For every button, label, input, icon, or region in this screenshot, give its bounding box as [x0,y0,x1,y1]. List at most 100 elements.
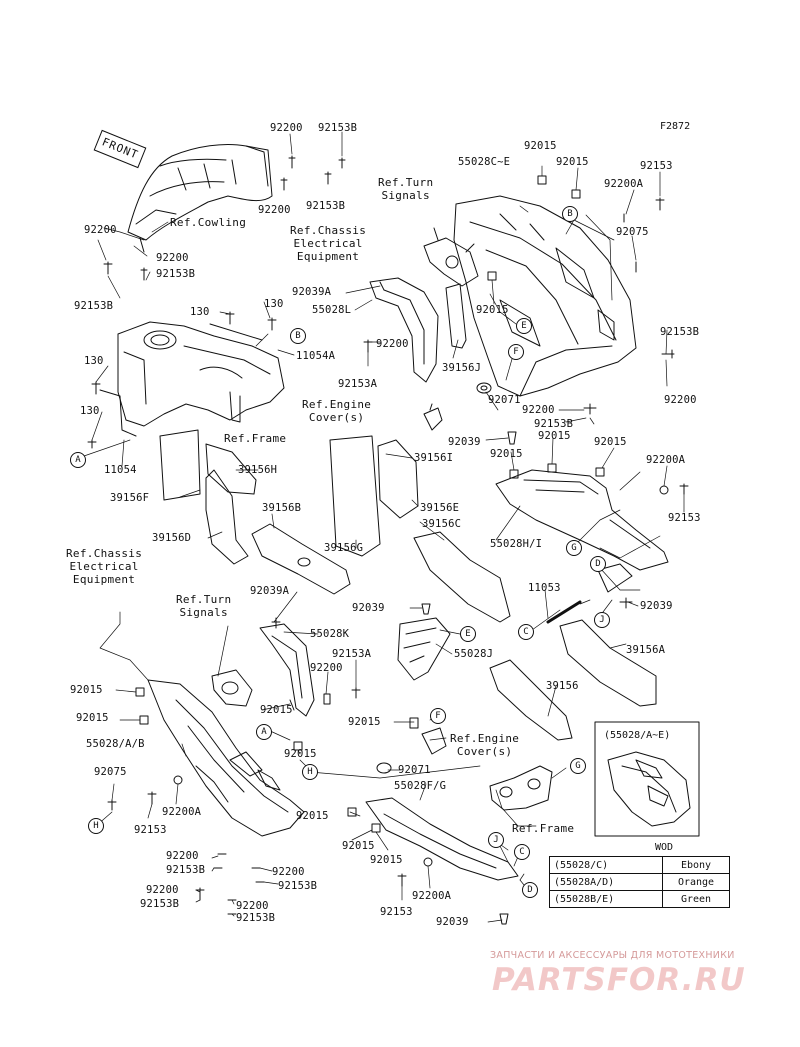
frame-bracket-lower-drawing [489,765,553,811]
callout-f: F [430,708,446,724]
callout-f: F [508,344,524,360]
ref-engine-cover-top: Ref.Engine Cover(s) [302,398,372,424]
part-label: 130 [84,355,104,367]
ref-chassis-electrical-top: Ref.Chassis Electrical Equipment [290,224,367,263]
part-label: 92153 [668,512,701,524]
part-label: 92015 [538,430,571,442]
part-label: 92015 [260,704,293,716]
callout-h: H [88,818,104,834]
part-label: 92153B [140,898,180,910]
part-label: 92015 [70,684,103,696]
wod-code: (55028A/D) [549,873,663,891]
inset-title: (55028/A~E) [604,730,671,741]
part-label: 55028F/G [394,780,447,792]
part-label: 92015 [594,436,627,448]
part-label: 92200 [258,204,291,216]
part-label: 39156H [238,464,278,476]
wod-title: WOD [655,842,674,853]
part-label: 92153B [156,268,196,280]
bracket-11053-drawing [546,563,633,624]
part-label: 39156F [110,492,150,504]
ref-frame-top: Ref.Frame [224,432,287,445]
part-label: 92200 [146,884,179,896]
part-label: 55028K [310,628,350,640]
part-label: 92153A [338,378,378,390]
cover-55028J-drawing [397,617,451,681]
callout-c: C [518,624,534,640]
callout-g: G [570,758,586,774]
part-label: 92200 [376,338,409,350]
front-frame-drawing [99,321,285,437]
callout-g: G [566,540,582,556]
part-label: 92015 [296,810,329,822]
part-label: 92153B [74,300,114,312]
part-label: 92075 [616,226,649,238]
part-label: 55028H/I [490,538,543,550]
part-label: 92039 [448,436,481,448]
part-label: 39156C [422,518,462,530]
part-label: 92039 [640,600,673,612]
part-label: 92015 [284,748,317,760]
undercowl-55028HI-drawing [495,469,669,571]
ref-cowling: Ref.Cowling [170,216,247,229]
part-label: 92039A [250,585,290,597]
part-label: 92200 [664,394,697,406]
part-label: 55028/A/B [86,738,145,750]
part-label: 92071 [398,764,431,776]
pad-39156J-drawing [445,283,467,349]
part-label: 92153B [236,912,276,924]
wod-color: Green [662,890,730,908]
part-label: 92075 [94,766,127,778]
part-label: 92153A [332,648,372,660]
wod-color-table: (55028/C) Ebony (55028A/D) Orange (55028… [549,856,730,908]
grommet-92071-upper-drawing [476,382,492,394]
part-label: 39156E [420,502,460,514]
part-label: 92200 [272,866,305,878]
part-label: 92015 [556,156,589,168]
part-label: 92200 [156,252,189,264]
callout-b: B [562,206,578,222]
callout-a: A [256,724,272,740]
undercowl-55028FG-drawing [365,797,519,881]
part-label: 92200 [522,404,555,416]
callout-j: J [594,612,610,628]
part-label: 92153 [380,906,413,918]
figure-code: F2872 [660,121,691,132]
part-label: 92200 [84,224,117,236]
part-label: 92015 [490,448,523,460]
part-label: 39156A [626,644,666,656]
right-upper-fairing-drawing [453,195,637,397]
wod-code: (55028/C) [549,856,663,874]
part-label: 39156B [262,502,302,514]
part-label: 92153B [660,326,700,338]
part-label: 92200 [166,850,199,862]
part-label: 92015 [76,712,109,724]
part-label: 11054 [104,464,137,476]
part-label: 39156G [324,542,364,554]
part-label: 130 [80,405,100,417]
leader-lines [91,131,685,923]
upper-cowl-drawing [127,143,273,241]
part-label: 92015 [524,140,557,152]
callout-a: A [70,452,86,468]
part-label: 55028C~E [458,156,511,168]
part-label: 92015 [370,854,403,866]
part-label: 92153B [306,200,346,212]
callout-h: H [302,764,318,780]
table-row: (55028/C) Ebony [549,856,730,874]
part-label: 92153 [134,824,167,836]
side-fairing-55028AB-drawing [147,679,305,837]
part-label: 39156 [546,680,579,692]
wod-color: Ebony [662,856,730,874]
engine-cover-bracket-upper-drawing [423,403,443,431]
part-label: 92200 [236,900,269,912]
part-label: 92200A [604,178,644,190]
ref-turn-signals-top: Ref.Turn Signals [378,176,434,202]
callout-e: E [460,626,476,642]
part-label: 130 [264,298,284,310]
ref-engine-cover-bottom: Ref.Engine Cover(s) [450,732,520,758]
callout-d: D [590,556,606,572]
insulator-pads-drawing [159,429,657,707]
